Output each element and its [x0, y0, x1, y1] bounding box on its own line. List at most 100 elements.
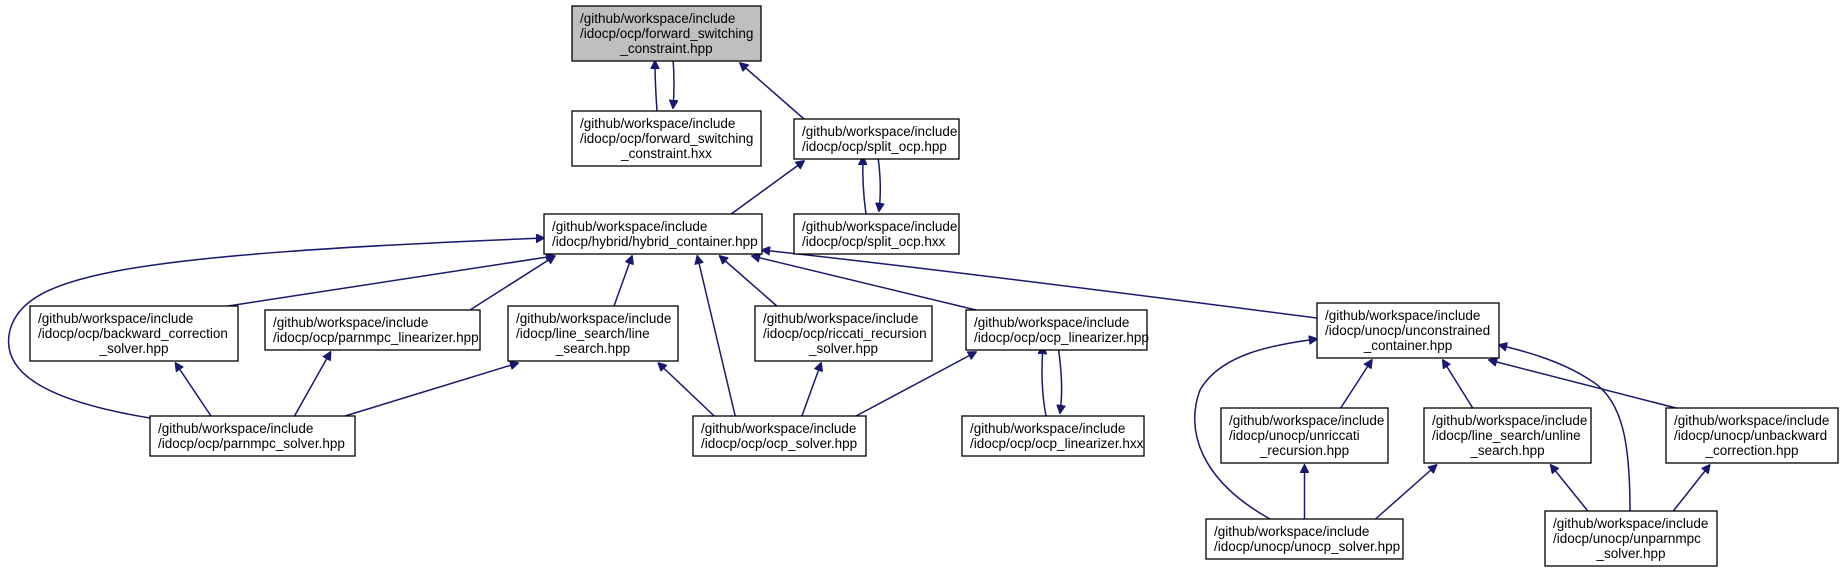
node-box: [1544, 510, 1718, 567]
node-label-line: _solver.hpp: [808, 341, 878, 356]
node-fsc-hpp[interactable]: /github/workspace/include/idocp/ocp/forw…: [571, 5, 762, 62]
node-label-line: /idocp/ocp/backward_correction: [38, 326, 228, 341]
edge-split-hpp-to-fsc-hpp: [740, 63, 805, 120]
edge-unline-to-unconstrained: [1443, 360, 1474, 409]
node-box: [1220, 407, 1389, 464]
node-box: [1316, 302, 1500, 359]
node-label-line: /idocp/ocp/ocp_linearizer.hxx: [970, 436, 1144, 451]
edge-parnmpc-lin-to-hybrid: [469, 256, 555, 311]
node-label-line: /idocp/ocp/split_ocp.hpp: [802, 139, 947, 154]
edge-fsc-hpp-to-fsc-hxx: [673, 57, 674, 108]
edge-unconstrained-to-hybrid: [762, 250, 1318, 319]
node-label-line: /idocp/unocp/unconstrained: [1325, 323, 1490, 338]
node-unbackward[interactable]: /github/workspace/include/idocp/unocp/un…: [1665, 407, 1839, 464]
edge-fsc-hxx-to-fsc-hpp: [655, 61, 657, 112]
node-label-line: /idocp/unocp/unriccati: [1229, 428, 1360, 443]
node-box: [543, 213, 763, 255]
node-hybrid[interactable]: /github/workspace/include/idocp/hybrid/h…: [543, 213, 763, 255]
edge-parnmpc-solver-to-backward: [176, 363, 212, 417]
node-label-line: /github/workspace/include: [1325, 308, 1480, 323]
node-label-line: /idocp/ocp/riccati_recursion: [763, 326, 927, 341]
node-label-line: /github/workspace/include: [580, 11, 735, 26]
node-label-line: /github/workspace/include: [1432, 413, 1587, 428]
node-fsc-hxx[interactable]: /github/workspace/include/idocp/ocp/forw…: [571, 110, 762, 167]
node-unline[interactable]: /github/workspace/include/idocp/line_sea…: [1423, 407, 1592, 464]
node-ocp-lin-hpp[interactable]: /github/workspace/include/idocp/ocp/ocp_…: [965, 309, 1149, 351]
node-box: [264, 309, 481, 351]
edge-ocp-solver-to-hybrid: [697, 256, 736, 417]
node-label-line: /github/workspace/include: [1553, 516, 1708, 531]
node-label-line: _search.hpp: [1469, 443, 1544, 458]
node-label-line: /github/workspace/include: [1214, 524, 1369, 539]
node-box: [1423, 407, 1592, 464]
node-box: [1665, 407, 1839, 464]
edge-unparnmpc-to-unconstrained: [1499, 345, 1631, 512]
node-box: [965, 309, 1148, 351]
node-label-line: _solver.hpp: [1595, 546, 1665, 561]
node-label-line: /idocp/hybrid/hybrid_container.hpp: [552, 234, 758, 249]
node-label-line: /github/workspace/include: [1674, 413, 1829, 428]
node-ocp-solver[interactable]: /github/workspace/include/idocp/ocp/ocp_…: [692, 415, 867, 457]
node-label-line: /idocp/ocp/parnmpc_solver.hpp: [158, 436, 345, 451]
nodes-layer: /github/workspace/include/idocp/ocp/forw…: [29, 5, 1839, 567]
node-box: [149, 415, 356, 457]
node-box: [571, 110, 762, 167]
node-label-line: /github/workspace/include: [552, 219, 707, 234]
node-riccati[interactable]: /github/workspace/include/idocp/ocp/ricc…: [754, 305, 933, 362]
node-label-line: /github/workspace/include: [970, 421, 1125, 436]
node-label-line: /github/workspace/include: [802, 124, 957, 139]
node-label-line: /github/workspace/include: [273, 315, 428, 330]
node-ocp-lin-hxx[interactable]: /github/workspace/include/idocp/ocp/ocp_…: [961, 415, 1145, 457]
edge-backward-to-hybrid: [227, 256, 554, 307]
node-box: [754, 305, 933, 362]
node-label-line: /github/workspace/include: [701, 421, 856, 436]
node-unriccati[interactable]: /github/workspace/include/idocp/unocp/un…: [1220, 407, 1389, 464]
edge-parnmpc-solver-to-hybrid: [7, 238, 544, 419]
node-parnmpc-lin[interactable]: /github/workspace/include/idocp/ocp/parn…: [264, 309, 481, 351]
edge-hybrid-to-split-hpp: [730, 161, 804, 215]
node-label-line: _container.hpp: [1363, 338, 1453, 353]
node-label-line: _correction.hpp: [1704, 443, 1798, 458]
node-backward[interactable]: /github/workspace/include/idocp/ocp/back…: [29, 305, 239, 362]
node-label-line: /github/workspace/include: [802, 219, 957, 234]
node-box: [793, 213, 960, 255]
node-label-line: _search.hpp: [555, 341, 630, 356]
node-label-line: _constraint.hpp: [619, 41, 712, 56]
node-label-line: /github/workspace/include: [516, 311, 671, 326]
edge-ocp-lin-hpp-to-ocp-lin-hxx: [1058, 345, 1062, 413]
node-box: [1205, 518, 1404, 560]
edge-unparnmpc-to-unline: [1551, 465, 1589, 512]
edge-ocp-solver-to-ocp-lin-hpp: [855, 352, 976, 417]
node-label-line: /github/workspace/include: [158, 421, 313, 436]
node-label-line: /idocp/ocp/ocp_solver.hpp: [701, 436, 857, 451]
edge-split-hxx-to-split-hpp: [863, 157, 866, 215]
node-label-line: /github/workspace/include: [1229, 413, 1384, 428]
node-label-line: /idocp/ocp/forward_switching: [580, 26, 753, 41]
edge-parnmpc-solver-to-parnmpc-lin: [293, 352, 331, 417]
edge-ocp-lin-hpp-to-hybrid: [752, 256, 977, 311]
node-label-line: /github/workspace/include: [38, 311, 193, 326]
node-label-line: /idocp/line_search/unline: [1432, 428, 1581, 443]
edge-unbackward-to-unconstrained: [1489, 360, 1677, 409]
edge-unparnmpc-to-unbackward: [1672, 465, 1709, 512]
node-box: [961, 415, 1145, 457]
node-label-line: /idocp/ocp/split_ocp.hxx: [802, 234, 946, 249]
node-line-search[interactable]: /github/workspace/include/idocp/line_sea…: [507, 305, 679, 362]
node-label-line: /github/workspace/include: [763, 311, 918, 326]
node-unparnmpc[interactable]: /github/workspace/include/idocp/unocp/un…: [1544, 510, 1718, 567]
node-box: [29, 305, 239, 362]
node-parnmpc-solver[interactable]: /github/workspace/include/idocp/ocp/parn…: [149, 415, 356, 457]
edge-riccati-to-hybrid: [720, 256, 778, 307]
node-split-hpp[interactable]: /github/workspace/include/idocp/ocp/spli…: [793, 118, 960, 160]
node-box: [793, 118, 960, 160]
node-unocp-solver[interactable]: /github/workspace/include/idocp/unocp/un…: [1205, 518, 1404, 560]
node-label-line: _recursion.hpp: [1259, 443, 1349, 458]
edge-split-hpp-to-split-hxx: [878, 156, 880, 211]
node-label-line: /idocp/ocp/parnmpc_linearizer.hpp: [273, 330, 479, 345]
edges-layer: [7, 57, 1710, 520]
node-label-line: /idocp/ocp/ocp_linearizer.hpp: [974, 330, 1149, 345]
node-unconstrained[interactable]: /github/workspace/include/idocp/unocp/un…: [1316, 302, 1500, 359]
node-split-hxx[interactable]: /github/workspace/include/idocp/ocp/spli…: [793, 213, 960, 255]
edge-unocp-solver-to-unline: [1375, 465, 1437, 520]
